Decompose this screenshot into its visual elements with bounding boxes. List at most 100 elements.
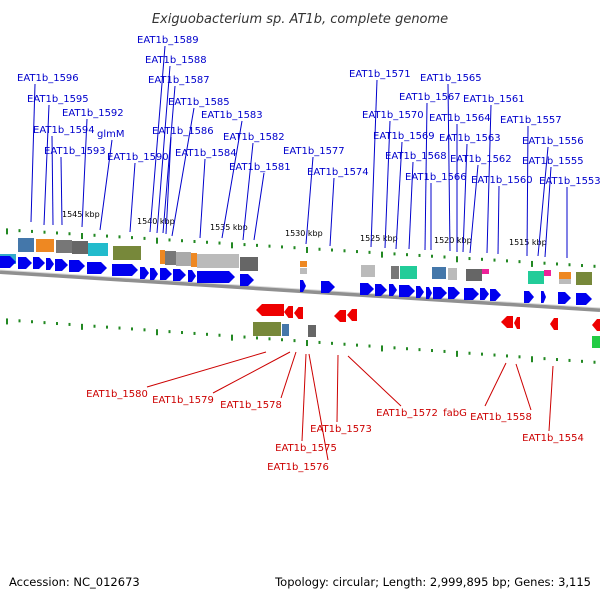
label-connector [384,120,391,249]
annotation-block [253,322,281,336]
forward-gene [112,264,138,276]
tick-dot [206,332,208,336]
label-connector [129,162,136,233]
forward-gene [150,268,158,280]
tick-dot [306,246,308,253]
annotation-block [176,252,191,266]
forward-gene-label: EAT1b_1557 [500,115,562,126]
forward-gene [389,284,397,296]
reverse-gene [501,316,513,328]
label-connector [486,104,492,254]
annotation-block [160,250,165,264]
tick-dot [168,330,171,334]
tick-dot [543,261,546,265]
tick-dot [118,235,121,239]
forward-gene-label: EAT1b_1563 [439,133,501,144]
forward-gene-label: EAT1b_1595 [27,94,89,105]
label-connector [30,83,36,223]
tick-dot [431,254,433,258]
forward-gene [375,284,387,296]
tick-dot [6,318,8,325]
forward-gene [321,281,335,293]
tick-dot [43,230,46,234]
tick-dot [593,264,596,268]
tick-dot [318,247,321,251]
label-connector [408,161,414,250]
reverse-gene-label: EAT1b_1578 [220,400,282,411]
annotation-block [72,241,88,254]
tick-dot [418,253,421,257]
tick-dot [93,233,96,237]
tick-dot [118,326,121,330]
annotation-block [56,240,72,253]
tick-dot [93,324,96,328]
annotation-tracks [0,238,600,348]
reverse-gene [592,319,600,331]
tick-label: 1525 kbp [360,234,398,243]
tick-dot [331,341,333,345]
forward-gene [541,291,546,303]
tick-dots [6,228,596,364]
tick-dot [556,262,558,266]
tick-dot [406,253,408,257]
forward-gene-label: EAT1b_1574 [307,167,369,178]
annotation-block [308,325,316,337]
tick-dot [106,234,108,238]
tick-dot [56,231,58,235]
forward-gene-label: EAT1b_1586 [152,126,214,137]
reverse-gene [256,304,284,316]
tick-dot [581,359,583,363]
forward-gene-label: EAT1b_1569 [373,131,435,142]
forward-gene [524,291,534,303]
forward-gene-label: EAT1b_1571 [349,69,411,80]
tick-dot [468,351,471,355]
tick-dot [568,358,571,362]
tick-dot [43,321,46,325]
label-connector [526,125,529,257]
tick-dot [256,336,258,340]
tick-dot [593,360,596,364]
reverse-gene-label: EAT1b_1575 [275,443,337,454]
tick-label: 1540 kbp [137,217,175,226]
tick-dot [68,322,71,326]
topology-text: Topology: circular; Length: 2,999,895 bp… [275,575,591,589]
forward-gene [0,256,16,268]
forward-gene-label: EAT1b_1553 [539,176,600,187]
reverse-gene [347,309,357,321]
forward-gene-label: EAT1b_1581 [229,162,291,173]
label-connector [544,166,552,258]
label-connector [347,355,402,407]
tick-dot [156,237,158,244]
annotation-block [88,243,108,256]
tick-dot [6,228,8,235]
tick-dot [343,249,346,253]
annotation-block [592,336,600,348]
tick-dot [518,260,521,264]
annotation-block [113,246,141,260]
annotation-block [576,272,592,285]
reverse-gene [514,317,520,329]
annotation-block [528,271,544,284]
tick-dot [381,345,383,352]
tick-dot [143,236,146,240]
annotation-block [282,324,289,336]
tick-dot [368,344,371,348]
forward-gene [18,257,32,269]
tick-dot [256,243,258,247]
label-connector [165,136,172,235]
tick-dot [231,242,233,249]
forward-gene-label: EAT1b_1568 [385,151,447,162]
tick-label: 1520 kbp [434,236,472,245]
tick-dot [18,229,21,233]
forward-gene-label: EAT1b_1567 [399,92,461,103]
tick-dot [568,263,571,267]
tick-dot [481,257,483,261]
reverse-gene-label: fabG [443,408,467,419]
annotation-block [361,265,375,277]
forward-gene-label: EAT1b_1589 [137,35,199,46]
tick-dot [31,229,33,233]
tick-dot [543,357,546,361]
